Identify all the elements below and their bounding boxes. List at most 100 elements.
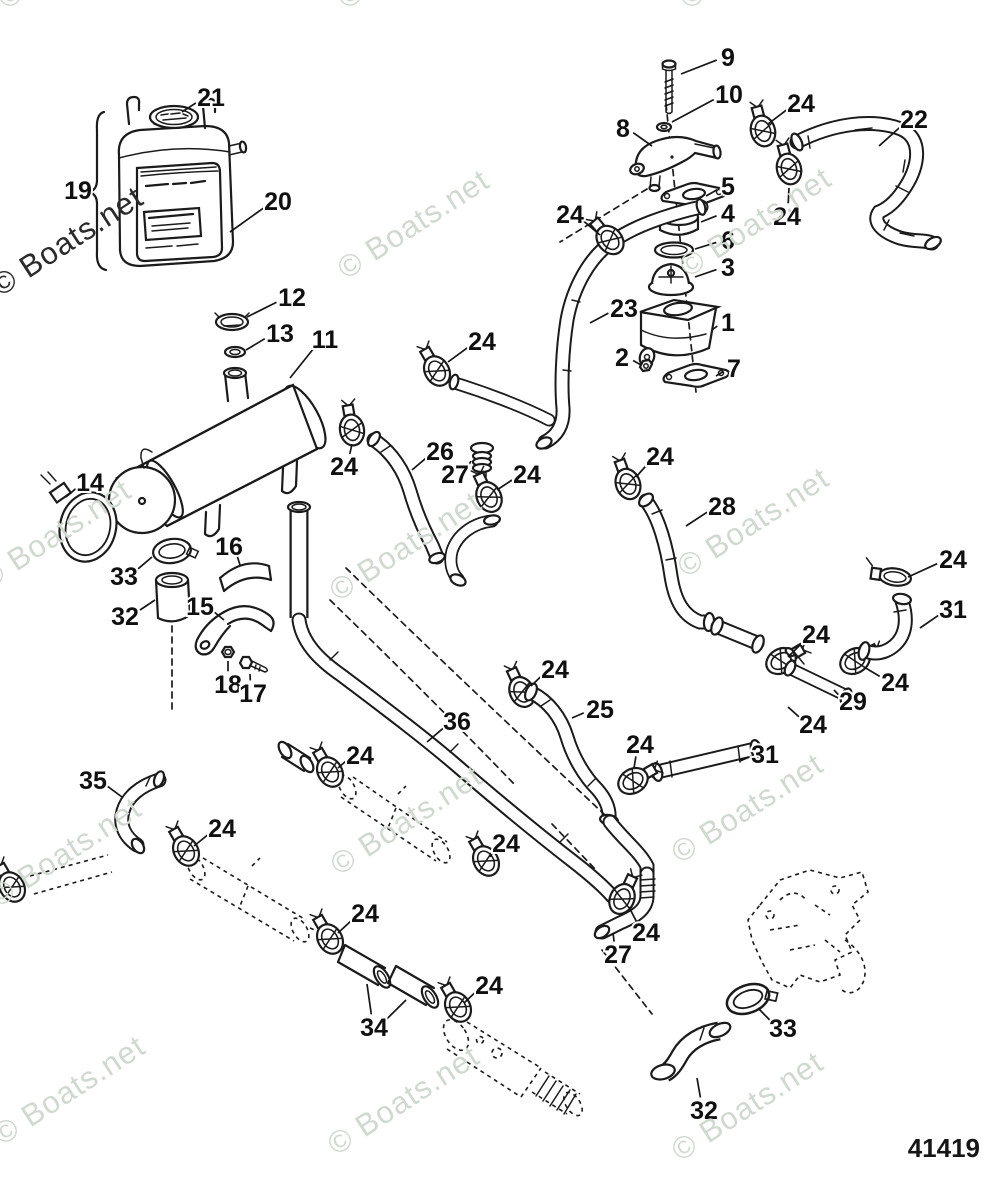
part-callout-14: 14 — [76, 469, 104, 497]
hose-36 — [286, 502, 612, 896]
part-callout-13: 13 — [266, 320, 294, 348]
part-callout-2: 2 — [615, 344, 629, 372]
leader-line — [411, 457, 427, 471]
washer — [655, 121, 673, 133]
part-callout-24: 24 — [208, 815, 236, 843]
part-callout-24: 24 — [773, 203, 801, 231]
leader-line — [489, 850, 494, 858]
leader-line — [696, 1077, 702, 1098]
leader-line — [635, 463, 648, 478]
leader-line — [337, 919, 352, 934]
leader-line — [65, 488, 77, 498]
bracket-brace — [87, 110, 108, 272]
leader-line — [612, 932, 615, 942]
part-callout-24: 24 — [787, 90, 815, 118]
figure-number: 41419 — [907, 1133, 980, 1163]
alignment-dashes — [329, 567, 653, 1015]
ghost-assembly — [337, 774, 451, 864]
part-callout-1: 1 — [721, 309, 735, 337]
leader-line — [685, 511, 708, 527]
part-callout-24: 24 — [556, 201, 584, 229]
part-callout-24: 24 — [475, 972, 503, 1000]
leader-line — [680, 59, 718, 75]
leader-line — [496, 479, 513, 491]
leader-line — [671, 98, 715, 123]
part-callout-24: 24 — [881, 669, 909, 697]
leader-line — [137, 556, 153, 570]
leader-line — [337, 760, 346, 769]
hose-clamp — [159, 817, 206, 872]
leader-line — [214, 611, 225, 621]
ghost-assembly — [186, 855, 329, 943]
part-callout-24: 24 — [492, 830, 520, 858]
cap-gasket — [223, 345, 247, 359]
hose-22 — [789, 123, 942, 251]
hose-26 — [366, 430, 446, 565]
hose-35 — [122, 770, 166, 855]
sleeve-32 — [154, 571, 192, 623]
leader-line — [386, 999, 407, 1020]
part-callout-32: 32 — [690, 1097, 718, 1125]
leader-line — [181, 102, 197, 113]
leader-line — [863, 666, 881, 678]
leader-line — [467, 460, 472, 467]
hose-28 — [637, 492, 765, 654]
part-callout-24: 24 — [330, 453, 358, 481]
part-callout-20: 20 — [264, 188, 292, 216]
hose-clamp — [605, 449, 646, 504]
part-callout-28: 28 — [708, 493, 736, 521]
hose-clamp — [333, 396, 368, 449]
part-callout-24: 24 — [646, 443, 674, 471]
part-callout-5: 5 — [721, 173, 735, 201]
leader-line — [767, 109, 788, 125]
leader-line — [787, 187, 790, 204]
leader-line — [426, 727, 444, 743]
leader-line — [447, 347, 469, 363]
leader-line — [632, 359, 642, 366]
leader-line — [193, 834, 209, 847]
screw — [638, 358, 654, 373]
part-callout-31: 31 — [939, 596, 967, 624]
leader-line — [700, 215, 717, 223]
fitting-29 — [783, 646, 853, 705]
leader-line — [463, 991, 476, 1004]
part-callout-24: 24 — [541, 656, 569, 684]
part-callout-3: 3 — [721, 254, 735, 282]
leader-line — [787, 706, 800, 718]
part-callout-19: 19 — [64, 177, 92, 205]
leader-line — [530, 675, 542, 687]
gasket — [662, 362, 731, 388]
small-sleeve — [277, 740, 315, 774]
leader-line — [571, 712, 585, 719]
bracket-15 — [194, 605, 275, 656]
part-callout-24: 24 — [799, 711, 827, 739]
leader-line — [229, 207, 265, 233]
leader-line — [236, 556, 241, 566]
leader-line — [694, 241, 717, 250]
part-callout-9: 9 — [721, 44, 735, 72]
leader-line — [878, 126, 902, 147]
coolant-reservoir-tank — [87, 95, 248, 272]
elbow-27 — [593, 822, 656, 941]
part-callout-24: 24 — [939, 546, 967, 574]
part-callout-27: 27 — [441, 461, 469, 489]
part-callout-10: 10 — [715, 81, 743, 109]
part-callout-35: 35 — [79, 767, 107, 795]
part-callout-22: 22 — [900, 106, 928, 134]
part-callout-33: 33 — [769, 1015, 797, 1043]
leader-line — [139, 599, 156, 611]
leader-line — [739, 756, 749, 762]
leader-line — [715, 370, 724, 377]
part-callout-36: 36 — [443, 708, 471, 736]
part-callout-24: 24 — [468, 328, 496, 356]
leader-line — [787, 641, 804, 658]
nut-18 — [220, 645, 236, 659]
leader-line — [348, 443, 353, 455]
large-hose-clamp-14 — [40, 471, 118, 563]
leader-line — [711, 325, 718, 331]
elbow-32 — [650, 1020, 732, 1082]
clamp-33 — [721, 974, 783, 1021]
bolt-17 — [238, 655, 269, 673]
